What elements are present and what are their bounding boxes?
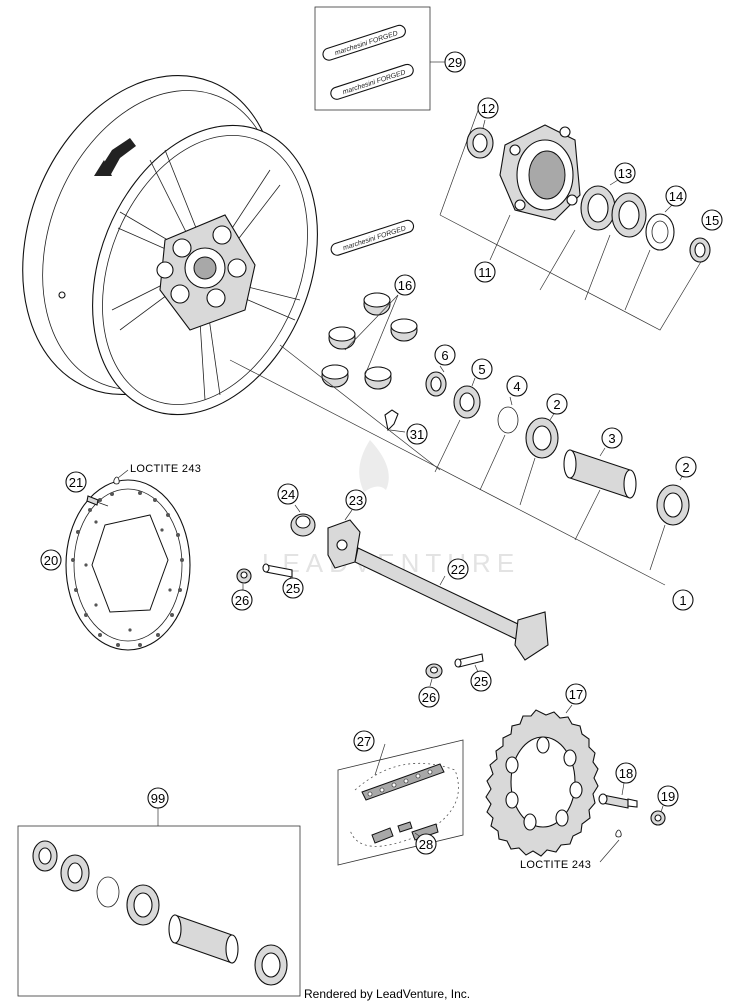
callout-26a: 26 [231, 589, 253, 611]
rear-wheel [22, 74, 318, 416]
svg-text:24: 24 [281, 487, 295, 502]
svg-text:31: 31 [410, 427, 424, 442]
svg-text:14: 14 [669, 189, 683, 204]
svg-text:6: 6 [441, 348, 448, 363]
svg-text:17: 17 [569, 687, 583, 702]
svg-text:3: 3 [608, 431, 615, 446]
rear-sprocket: LOCTITE 243 [485, 704, 666, 871]
callout-19: 19 [657, 785, 679, 807]
drive-chain [337, 739, 464, 866]
callout-17: 17 [565, 683, 587, 705]
callout-5: 5 [471, 358, 493, 380]
svg-text:21: 21 [69, 475, 83, 490]
callout-25a: 25 [282, 577, 304, 599]
svg-text:11: 11 [478, 265, 492, 280]
svg-text:2: 2 [553, 397, 560, 412]
callout-26b: 26 [418, 686, 440, 708]
svg-text:15: 15 [705, 213, 719, 228]
svg-text:25: 25 [286, 581, 300, 596]
svg-text:16: 16 [398, 278, 412, 293]
svg-text:20: 20 [44, 553, 58, 568]
svg-text:27: 27 [357, 734, 371, 749]
callout-12: 12 [477, 97, 499, 119]
loctite-disc-note: LOCTITE 243 [130, 463, 201, 475]
svg-text:1: 1 [679, 593, 686, 608]
svg-text:25: 25 [474, 674, 488, 689]
svg-text:19: 19 [661, 789, 675, 804]
wheel-axle-parts [229, 344, 690, 586]
callout-31: 31 [406, 423, 428, 445]
footer-credit: Rendered by LeadVenture, Inc. [304, 987, 470, 1001]
callout-6: 6 [434, 344, 456, 366]
callout-16: 16 [394, 274, 416, 296]
sprocket-carrier-group [439, 104, 711, 331]
callout-1: 1 [672, 589, 694, 611]
watermark: LEADVENTURE [262, 440, 514, 578]
svg-text:13: 13 [618, 166, 632, 181]
callout-28: 28 [415, 833, 437, 855]
svg-text:5: 5 [478, 362, 485, 377]
callout-22: 22 [447, 558, 469, 580]
callout-99: 99 [147, 787, 169, 809]
callout-25b: 25 [470, 670, 492, 692]
callouts: 1 2 2 3 4 5 6 11 12 13 14 15 16 17 18 19… [40, 51, 723, 855]
callout-27: 27 [353, 730, 375, 752]
svg-text:12: 12 [481, 101, 495, 116]
svg-text:26: 26 [422, 690, 436, 705]
brake-disc: LOCTITE 243 [65, 463, 201, 651]
callout-18: 18 [615, 762, 637, 784]
callout-15: 15 [701, 209, 723, 231]
loctite-sprocket-note: LOCTITE 243 [520, 859, 591, 871]
svg-text:26: 26 [235, 593, 249, 608]
svg-text:99: 99 [151, 791, 165, 806]
callout-20: 20 [40, 549, 62, 571]
svg-text:23: 23 [349, 493, 363, 508]
svg-text:4: 4 [513, 379, 520, 394]
bearing-repair-kit [17, 808, 301, 997]
svg-text:18: 18 [619, 766, 633, 781]
svg-text:28: 28 [419, 837, 433, 852]
callout-11: 11 [474, 261, 496, 283]
callout-2b: 2 [675, 456, 697, 478]
callout-14: 14 [665, 185, 687, 207]
decal-set: marchesini FORGED marchesini FORGED [314, 6, 431, 111]
svg-text:29: 29 [448, 55, 462, 70]
svg-text:2: 2 [682, 460, 689, 475]
callout-13: 13 [614, 162, 636, 184]
callout-24: 24 [277, 483, 299, 505]
svg-text:22: 22 [451, 562, 465, 577]
callout-2a: 2 [546, 393, 568, 415]
callout-4: 4 [506, 375, 528, 397]
rim-decal: marchesini FORGED [330, 219, 415, 256]
callout-21: 21 [65, 471, 87, 493]
callout-3: 3 [601, 427, 623, 449]
rubber-dampers [321, 292, 418, 390]
axle-and-chain-adjusters [236, 504, 549, 687]
callout-23: 23 [345, 489, 367, 511]
callout-29: 29 [444, 51, 466, 73]
